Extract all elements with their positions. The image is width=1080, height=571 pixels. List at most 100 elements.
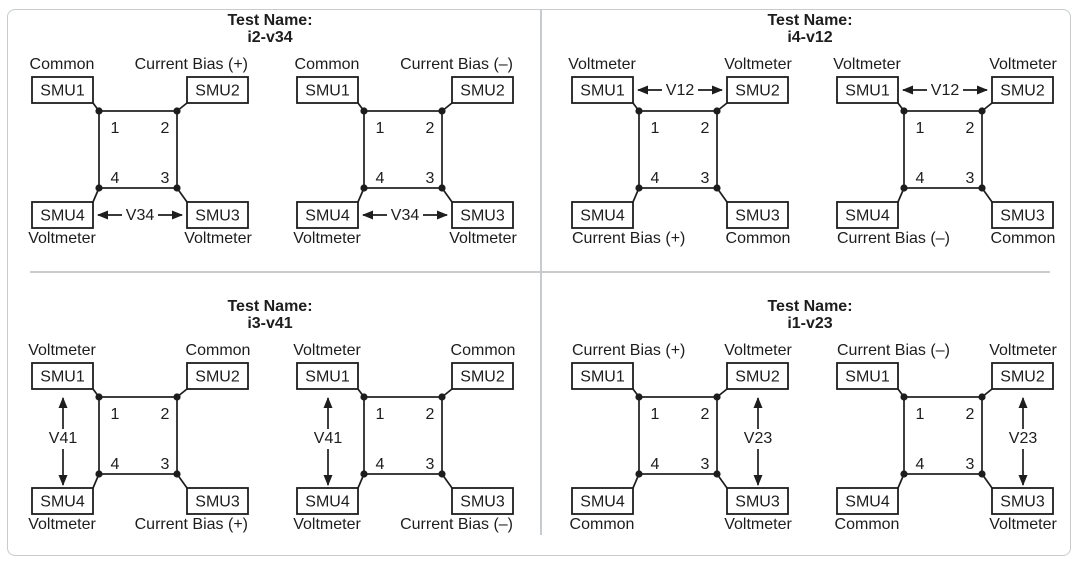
function-label-top-left: Current Bias (–): [837, 342, 950, 359]
smu-box-label-top-left: SMU1: [40, 369, 85, 386]
smu-box-label-bottom-right: SMU3: [1000, 208, 1045, 225]
terminal-dot-1: [95, 107, 103, 115]
smu-box-top-right: [991, 362, 1054, 390]
function-label-top-left: Common: [295, 56, 360, 73]
terminal-dot-4: [713, 470, 721, 478]
terminal-number-top-right: 2: [701, 120, 710, 137]
terminal-number-bottom-right: 3: [161, 456, 170, 473]
sample-square: [638, 396, 718, 475]
function-label-top-right: Current Bias (+): [135, 56, 248, 73]
test-title-prefix: Test Name:: [227, 12, 313, 29]
terminal-dot-2: [438, 393, 446, 401]
smu-box-top-left: [31, 362, 94, 390]
smu-box-bottom-right: [991, 201, 1054, 229]
smu-box-top-right: [726, 362, 789, 390]
smu-box-label-top-left: SMU1: [305, 369, 350, 386]
smu-box-label-bottom-left: SMU4: [40, 494, 85, 511]
terminal-dot-3: [360, 184, 368, 192]
smu-box-label-top-right: SMU2: [735, 369, 780, 386]
smu-box-label-bottom-right: SMU3: [460, 494, 505, 511]
function-label-bottom-right: Current Bias (–): [400, 516, 513, 533]
function-label-bottom-left: Common: [570, 516, 635, 533]
smu-box-label-top-right: SMU2: [1000, 369, 1045, 386]
smu-box-bottom-right: [186, 201, 249, 229]
smu-box-label-top-left: SMU1: [40, 83, 85, 100]
smu-box-top-left: [836, 362, 899, 390]
measure-arrow-label: V23: [1009, 430, 1038, 447]
function-label-top-right: Voltmeter: [989, 56, 1057, 73]
terminal-dot-1: [635, 107, 643, 115]
terminal-dot-4: [173, 470, 181, 478]
test-title-name: i2-v34: [247, 29, 293, 46]
smu-box-label-bottom-left: SMU4: [40, 208, 85, 225]
terminal-number-top-left: 1: [111, 406, 120, 423]
terminal-number-top-right: 2: [161, 120, 170, 137]
terminal-dot-1: [360, 393, 368, 401]
sample-square: [903, 396, 983, 475]
function-label-top-right: Voltmeter: [989, 342, 1057, 359]
terminal-dot-2: [173, 107, 181, 115]
terminal-dot-4: [978, 184, 986, 192]
terminal-dot-1: [635, 393, 643, 401]
terminal-number-bottom-right: 3: [426, 170, 435, 187]
test-title-name: i3-v41: [247, 315, 293, 332]
test-title-prefix: Test Name:: [767, 12, 853, 29]
function-label-bottom-left: Voltmeter: [28, 516, 96, 533]
function-label-top-left: Common: [30, 56, 95, 73]
measure-arrow-label: V41: [49, 430, 78, 447]
terminal-number-top-right: 2: [426, 120, 435, 137]
terminal-number-bottom-right: 3: [161, 170, 170, 187]
function-label-bottom-right: Voltmeter: [184, 230, 252, 247]
terminal-number-bottom-left: 4: [916, 456, 925, 473]
test-title: Test Name: i1-v23: [550, 298, 1070, 332]
smu-box-label-bottom-right: SMU3: [460, 208, 505, 225]
terminal-number-top-left: 1: [916, 406, 925, 423]
terminal-number-bottom-left: 4: [651, 170, 660, 187]
terminal-number-bottom-left: 4: [376, 456, 385, 473]
smu-box-top-left: [836, 76, 899, 104]
smu-box-top-left: [571, 362, 634, 390]
function-label-top-left: Voltmeter: [28, 342, 96, 359]
sample-square: [363, 110, 443, 189]
smu-box-top-right: [991, 76, 1054, 104]
measure-arrow-label: V12: [666, 82, 695, 99]
smu-box-bottom-right: [186, 487, 249, 515]
smu-box-top-right: [451, 76, 514, 104]
terminal-number-top-right: 2: [161, 406, 170, 423]
terminal-number-top-right: 2: [966, 406, 975, 423]
smu-box-label-bottom-right: SMU3: [195, 494, 240, 511]
function-label-bottom-left: Voltmeter: [293, 516, 361, 533]
function-label-top-left: Voltmeter: [293, 342, 361, 359]
smu-box-label-bottom-right: SMU3: [735, 494, 780, 511]
sample-square: [638, 110, 718, 189]
terminal-dot-2: [978, 107, 986, 115]
smu-box-label-top-left: SMU1: [845, 83, 890, 100]
terminal-number-top-left: 1: [111, 120, 120, 137]
smu-box-bottom-left: [31, 201, 94, 229]
function-label-bottom-right: Voltmeter: [449, 230, 517, 247]
smu-box-label-top-left: SMU1: [845, 369, 890, 386]
terminal-number-top-left: 1: [651, 120, 660, 137]
smu-box-bottom-left: [836, 487, 899, 515]
function-label-top-left: Voltmeter: [833, 56, 901, 73]
function-label-bottom-left: Common: [835, 516, 900, 533]
measure-arrow-label: V12: [931, 82, 960, 99]
terminal-dot-1: [900, 107, 908, 115]
function-label-bottom-right: Common: [726, 230, 791, 247]
terminal-number-top-left: 1: [916, 120, 925, 137]
smu-box-bottom-left: [296, 487, 359, 515]
function-label-bottom-left: Voltmeter: [28, 230, 96, 247]
terminal-dot-1: [900, 393, 908, 401]
